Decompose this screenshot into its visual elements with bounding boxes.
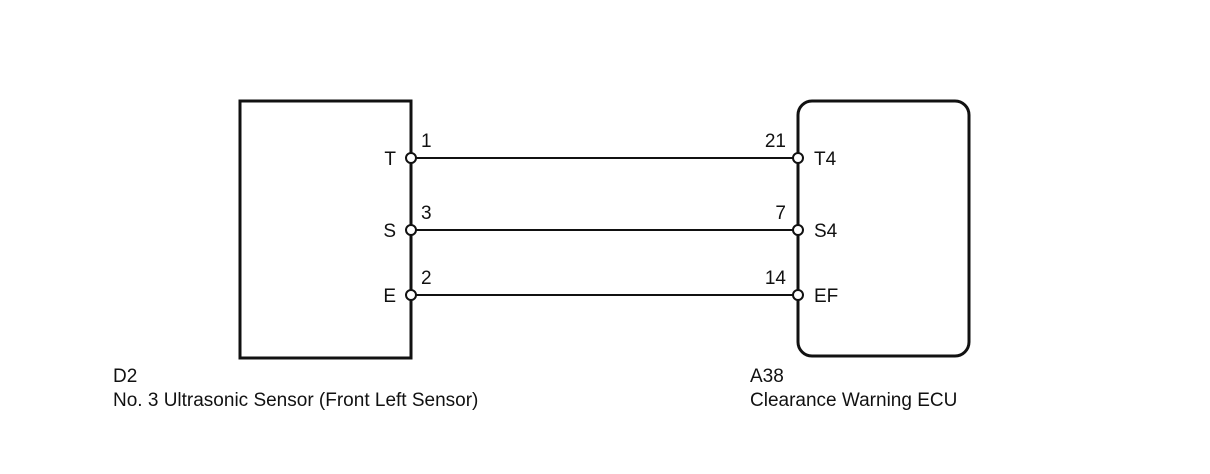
connector-ecu-s4 (792, 224, 804, 236)
sensor-caption: D2 No. 3 Ultrasonic Sensor (Front Left S… (113, 365, 478, 413)
connector-sensor-e (405, 289, 417, 301)
connector-ecu-t4 (792, 152, 804, 164)
sensor-pin-number: 3 (421, 203, 432, 224)
connector-sensor-s (405, 224, 417, 236)
ecu-terminal-label: T4 (814, 149, 837, 170)
sensor-terminal-label: T (384, 149, 396, 170)
ecu-pin-number: 7 (775, 203, 786, 224)
ecu-caption: A38 Clearance Warning ECU (750, 365, 957, 413)
ecu-name: Clearance Warning ECU (750, 390, 958, 411)
sensor-pin-number: 1 (421, 131, 432, 152)
sensor-terminal-label: S (383, 221, 396, 242)
connector-sensor-t (405, 152, 417, 164)
sensor-name: No. 3 Ultrasonic Sensor (Front Left Sens… (113, 390, 479, 411)
sensor-terminal-label: E (383, 286, 396, 307)
ecu-terminal-label: EF (814, 286, 838, 307)
ecu-code: A38 (750, 366, 784, 387)
ecu-terminal-label: S4 (814, 221, 838, 242)
ecu-pin-number: 21 (765, 131, 786, 152)
sensor-code: D2 (113, 366, 138, 387)
ecu-pin-number: 14 (765, 268, 787, 289)
sensor-pin-number: 2 (421, 268, 432, 289)
connector-ecu-ef (792, 289, 804, 301)
